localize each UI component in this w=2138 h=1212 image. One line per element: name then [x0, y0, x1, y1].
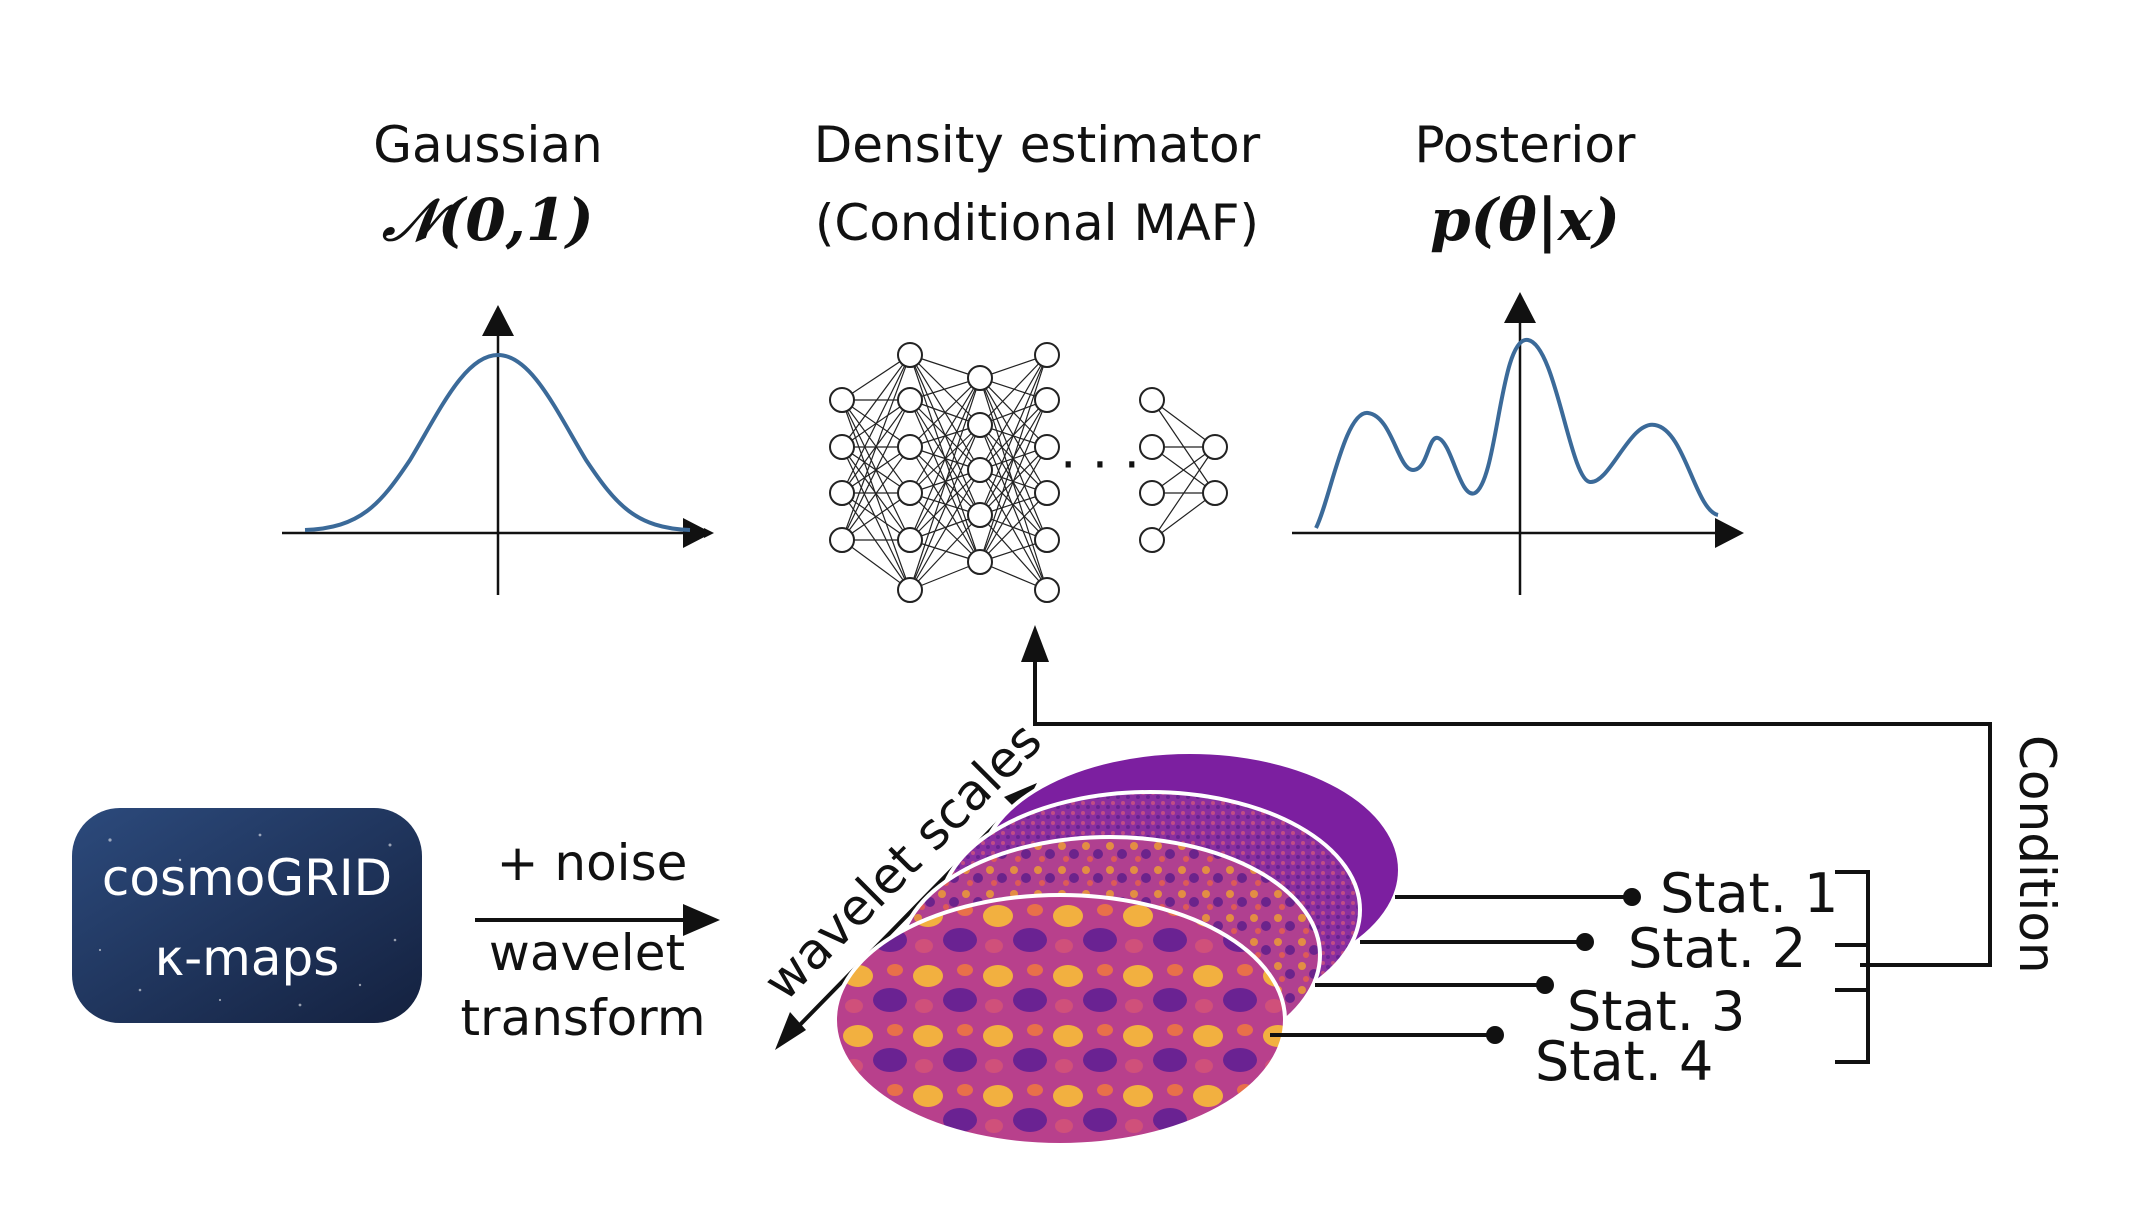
- network-ellipsis: · · ·: [1060, 436, 1139, 494]
- network-node: [967, 365, 993, 391]
- gaussian-plot: [282, 305, 714, 595]
- density-title: Density estimator: [814, 116, 1261, 174]
- stat-4-label: Stat. 4: [1535, 1030, 1713, 1093]
- stat-3-label: Stat. 3: [1567, 980, 1745, 1043]
- network-node: [829, 480, 855, 506]
- stat-leaders: [1270, 888, 1641, 1044]
- network-edge: [909, 377, 981, 494]
- network-node: [829, 527, 855, 553]
- network-edge: [841, 354, 911, 494]
- network-edge: [909, 377, 981, 541]
- condition-arrowhead: [1021, 625, 1049, 662]
- network-edge: [1151, 492, 1216, 541]
- network-edge: [1151, 446, 1216, 541]
- condition-label: Condition: [2008, 735, 2066, 974]
- stat-3-dot: [1536, 976, 1554, 994]
- cosmogrid-box: cosmoGRID κ-maps: [72, 808, 422, 1023]
- network-edge: [841, 539, 911, 591]
- condition-path: Condition: [1021, 625, 2066, 974]
- cosmogrid-background: [72, 808, 422, 1023]
- map-stack: [833, 750, 1402, 1147]
- network-edge: [979, 354, 1048, 471]
- network-edge: [909, 377, 981, 448]
- posterior-title: Posterior: [1415, 116, 1636, 174]
- network-node: [897, 342, 923, 368]
- network-edge: [1151, 446, 1216, 494]
- network-node: [967, 457, 993, 483]
- network-edge: [979, 399, 1048, 563]
- network-edge: [979, 446, 1048, 563]
- network-node: [1034, 342, 1060, 368]
- stats-bracket: [1835, 870, 1990, 1064]
- transform-label: transform: [460, 989, 705, 1047]
- network-node: [1139, 480, 1165, 506]
- stat-4-dot: [1486, 1026, 1504, 1044]
- map-scale-4: [833, 893, 1287, 1147]
- network-node: [1139, 387, 1165, 413]
- wavelet-label: wavelet: [489, 924, 685, 982]
- posterior-curve: [1314, 338, 1719, 529]
- network-node: [1034, 577, 1060, 603]
- network-edge: [909, 377, 981, 591]
- network-node: [897, 480, 923, 506]
- posterior-x-arrow: [1715, 518, 1744, 548]
- network-node: [1139, 434, 1165, 460]
- network-edge: [909, 469, 981, 541]
- network-edge: [909, 469, 981, 591]
- stat-1-dot: [1623, 888, 1641, 906]
- network-node: [1202, 480, 1228, 506]
- network-node: [1139, 527, 1165, 553]
- network-edge: [841, 354, 911, 541]
- network-edge: [979, 469, 1048, 591]
- network-node: [1034, 434, 1060, 460]
- network-node: [1034, 480, 1060, 506]
- posterior-formula: p(θ|x): [1430, 186, 1620, 254]
- network-node: [897, 387, 923, 413]
- network-node: [897, 434, 923, 460]
- noise-label: + noise: [497, 834, 688, 892]
- stat-2-label: Stat. 2: [1628, 917, 1806, 980]
- transform-arrow: + noise wavelet transform: [460, 834, 720, 1047]
- gaussian-title: Gaussian: [373, 116, 602, 174]
- network-edge: [1151, 399, 1216, 448]
- network-node: [829, 434, 855, 460]
- neural-network: [829, 342, 1228, 603]
- network-edge: [841, 399, 911, 541]
- network-edge: [841, 354, 911, 401]
- network-node: [897, 527, 923, 553]
- network-node: [897, 577, 923, 603]
- stat-1-label: Stat. 1: [1660, 862, 1838, 925]
- network-node: [967, 549, 993, 575]
- network-edge: [841, 446, 911, 541]
- network-edge: [909, 354, 981, 426]
- posterior-plot: [1292, 292, 1744, 595]
- gaussian-x-arrow: [683, 518, 712, 548]
- stat-2-dot: [1576, 933, 1594, 951]
- gaussian-formula: 𝒩(0,1): [381, 186, 593, 254]
- network-edge: [979, 492, 1048, 563]
- density-subtitle: (Conditional MAF): [815, 194, 1259, 252]
- network-edge: [909, 514, 981, 591]
- network-edge: [979, 354, 1048, 426]
- network-edge: [979, 424, 1048, 591]
- kappa-maps-label: κ-maps: [155, 929, 340, 987]
- network-edge: [979, 354, 1048, 516]
- network-node: [1034, 527, 1060, 553]
- gaussian-y-arrow: [482, 305, 514, 336]
- network-node: [829, 387, 855, 413]
- network-node: [1202, 434, 1228, 460]
- posterior-y-arrow: [1504, 292, 1536, 323]
- network-edge: [909, 424, 981, 591]
- network-node: [967, 412, 993, 438]
- network-edge: [841, 492, 911, 541]
- network-edge: [979, 354, 1048, 563]
- cosmogrid-title: cosmoGRID: [102, 849, 392, 907]
- network-node: [1034, 387, 1060, 413]
- network-edge: [841, 354, 911, 448]
- gaussian-curve: [304, 352, 691, 532]
- network-node: [967, 502, 993, 528]
